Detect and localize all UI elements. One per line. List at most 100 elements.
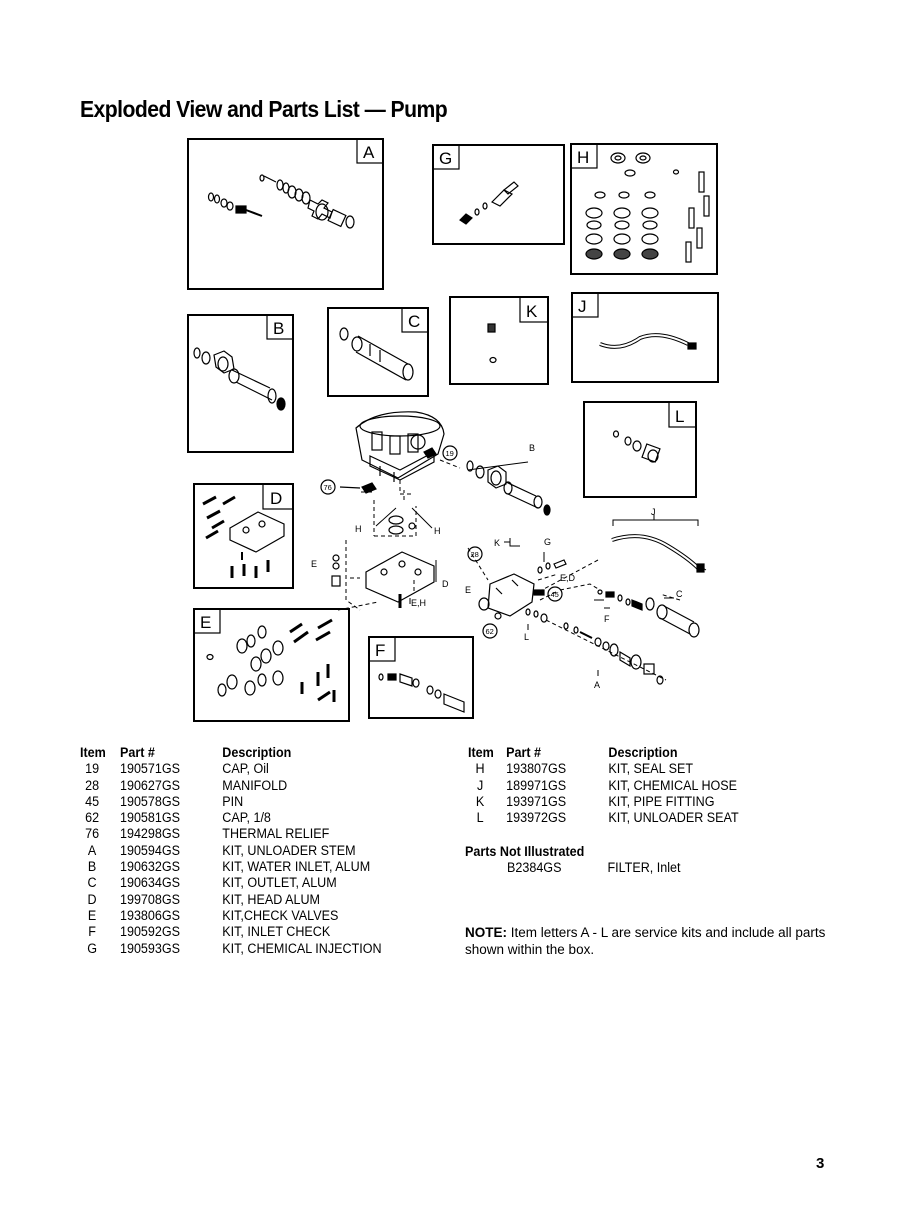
- water-inlet-parts: [193, 347, 286, 411]
- numbered-callouts: 19 76 28 45 62: [320, 445, 563, 639]
- callout-ed: E,D: [560, 573, 576, 583]
- header-description: Description: [222, 745, 292, 760]
- part-cell: 190578GS: [119, 793, 181, 809]
- kit-box-label: E: [200, 613, 211, 632]
- kit-box-k: K: [449, 296, 549, 385]
- head-alum-parts: [202, 495, 285, 578]
- callout-h-right: H: [434, 526, 441, 536]
- part-cell: 193972GS: [506, 810, 567, 826]
- item-cell: G: [87, 940, 97, 956]
- callout-eh: E,H: [411, 598, 426, 608]
- pipe-fitting-parts: [487, 323, 497, 364]
- kit-box-d: D: [193, 483, 294, 589]
- description-cell: KIT, SEAL SET: [608, 761, 694, 777]
- part-cell: B2384GS: [507, 860, 562, 875]
- callout-e: E: [465, 585, 471, 595]
- description-cell: KIT, OUTLET, ALUM: [222, 875, 337, 891]
- description-cell: KIT, CHEMICAL HOSE: [608, 777, 738, 793]
- part-cell: 193806GS: [119, 907, 181, 923]
- callout-c: C: [676, 589, 683, 599]
- kit-box-b: B: [187, 314, 294, 453]
- kit-box-label: C: [408, 312, 420, 331]
- seal-set-parts: [585, 152, 710, 263]
- page-number: 3: [816, 1155, 825, 1172]
- callout-a: A: [594, 680, 600, 690]
- part-cell: 193807GS: [506, 761, 567, 777]
- note-paragraph: NOTE: Item letters A - L are service kit…: [465, 924, 855, 958]
- kit-box-label: D: [270, 489, 282, 508]
- chemical-hose-parts: [599, 333, 697, 350]
- description-cell: KIT, UNLOADER SEAT: [608, 810, 739, 826]
- item-cell: E: [87, 907, 97, 923]
- solid-leaders: [375, 461, 699, 676]
- part-cell: 190632GS: [119, 859, 181, 875]
- inlet-check-parts: [378, 673, 465, 713]
- kit-box-h: H: [570, 143, 718, 275]
- callout-j: J: [651, 507, 656, 517]
- description-cell: CAP, Oil: [222, 761, 269, 777]
- callout-labels: B J C F A L E D G K H H E E,D E,H: [311, 443, 683, 690]
- description-cell: KIT, CHEMICAL INJECTION: [222, 940, 382, 956]
- kit-box-label: B: [273, 319, 284, 338]
- callout-g: G: [544, 537, 551, 547]
- description-cell: KIT,CHECK VALVES: [222, 907, 339, 923]
- callout-45: 45: [551, 590, 559, 599]
- item-cell: F: [88, 924, 96, 940]
- callout-28: 28: [471, 550, 479, 559]
- item-cell: D: [87, 891, 97, 907]
- item-cell: K: [475, 793, 485, 809]
- kit-box-label: A: [363, 143, 375, 162]
- description-cell: FILTER, Inlet: [607, 860, 681, 875]
- page-title: Exploded View and Parts List — Pump: [80, 96, 448, 122]
- description-cell: MANIFOLD: [222, 777, 288, 793]
- item-cell: B: [87, 859, 97, 875]
- note-text: Item letters A - L are service kits and …: [465, 925, 826, 957]
- kit-box-label: H: [577, 148, 589, 167]
- item-cell: L: [476, 810, 484, 826]
- part-cell: 190581GS: [119, 810, 181, 826]
- kit-box-l: L: [583, 401, 697, 498]
- description-cell: KIT, INLET CHECK: [222, 924, 331, 940]
- part-cell: 193971GS: [506, 793, 567, 809]
- item-cell: 45: [85, 793, 100, 809]
- kit-box-a: A: [187, 138, 384, 290]
- header-part: Part #: [506, 745, 542, 760]
- part-cell: 194298GS: [119, 826, 181, 842]
- kit-box-j: J: [571, 292, 719, 383]
- check-valve-parts: [206, 618, 336, 702]
- note-label: NOTE:: [465, 925, 507, 940]
- item-cell: 19: [85, 761, 100, 777]
- item-cell: J: [476, 777, 484, 793]
- kit-box-label: F: [375, 641, 385, 660]
- callout-f: F: [604, 614, 610, 624]
- description-cell: THERMAL RELIEF: [222, 826, 330, 842]
- description-cell: PIN: [222, 793, 244, 809]
- description-cell: KIT, UNLOADER STEM: [222, 842, 356, 858]
- callout-76: 76: [324, 483, 332, 492]
- chemical-injection-parts: [459, 181, 519, 225]
- item-cell: 28: [85, 777, 100, 793]
- part-cell: 190571GS: [119, 761, 181, 777]
- unloader-stem-parts: [207, 174, 355, 229]
- parts-not-illustrated-heading: Parts Not Illustrated: [465, 844, 585, 859]
- kit-box-f: F: [368, 636, 474, 719]
- item-cell: A: [87, 842, 97, 858]
- item-cell: C: [87, 875, 97, 891]
- part-cell: 190627GS: [119, 777, 181, 793]
- description-cell: KIT, WATER INLET, ALUM: [222, 859, 371, 875]
- item-cell: 76: [85, 826, 100, 842]
- kit-box-label: J: [578, 297, 587, 316]
- unloader-seat-parts: [612, 430, 661, 463]
- kit-box-e: E: [193, 608, 350, 722]
- part-cell: 190592GS: [119, 924, 181, 940]
- kit-box-label: L: [675, 407, 684, 426]
- kit-box-g: G: [432, 144, 565, 245]
- part-cell: 190634GS: [119, 875, 181, 891]
- callout-b: B: [529, 443, 535, 453]
- header-item: Item: [468, 745, 494, 760]
- header-description: Description: [608, 745, 678, 760]
- leader-lines: [337, 459, 707, 681]
- callout-k: K: [494, 538, 500, 548]
- exploded-view-diagram: A G H: [187, 138, 719, 722]
- part-cell: 189971GS: [506, 777, 567, 793]
